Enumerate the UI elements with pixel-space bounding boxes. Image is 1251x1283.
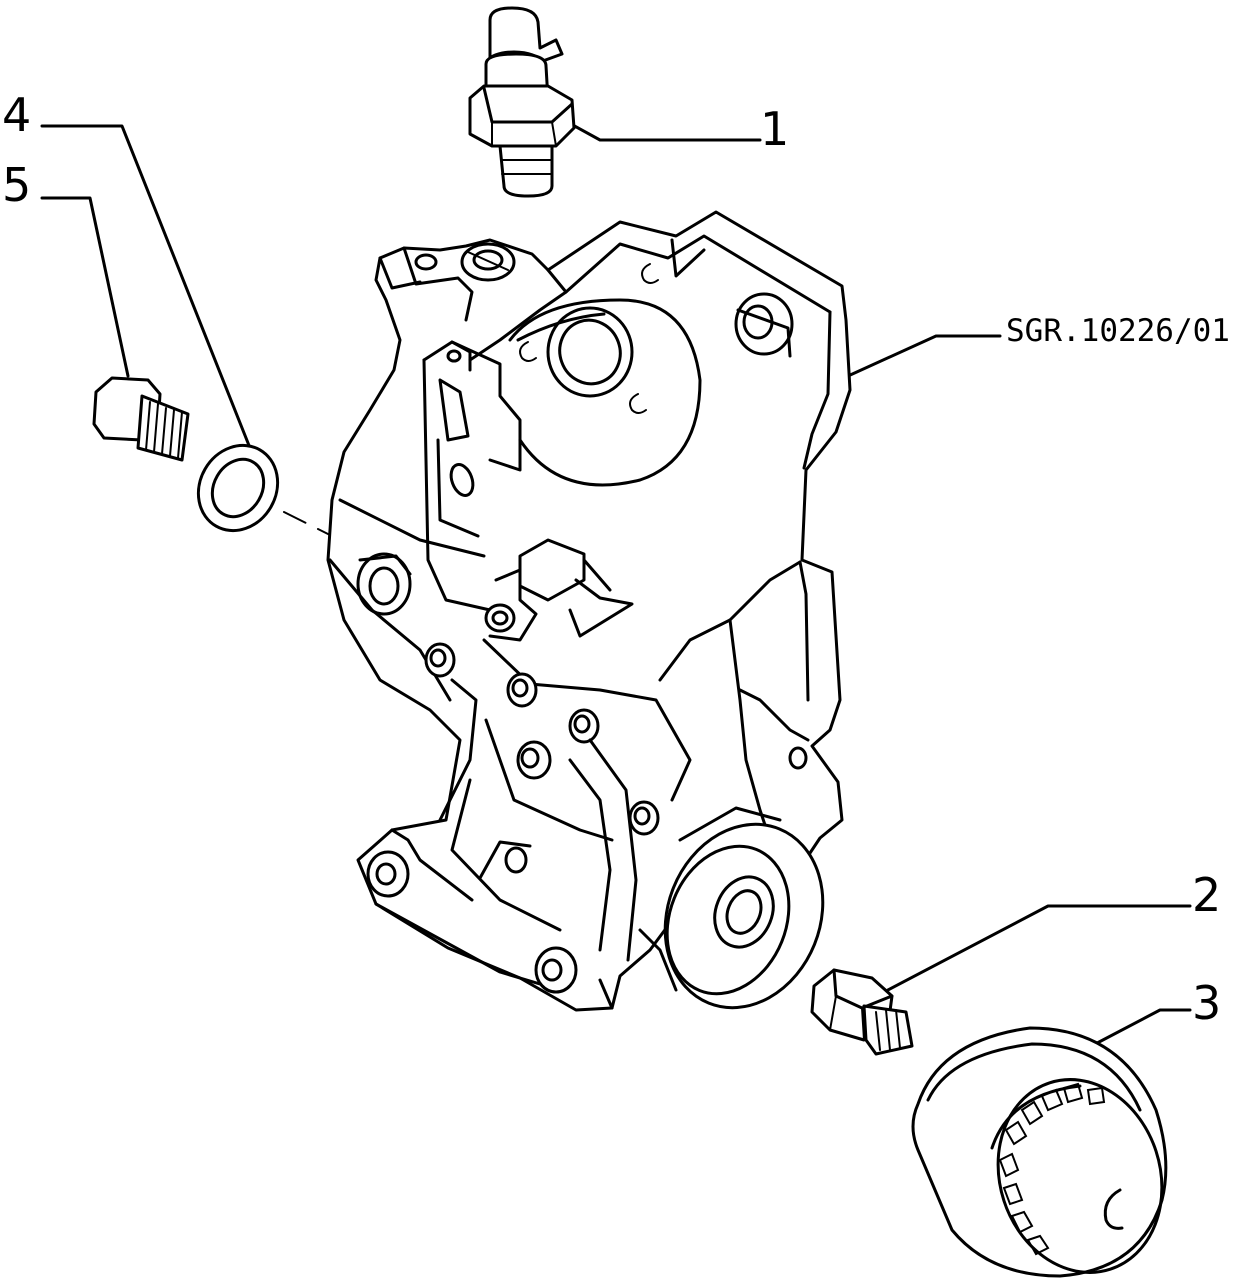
leader-line-5 bbox=[40, 196, 130, 378]
leader-line-3 bbox=[1078, 1008, 1192, 1054]
leader-line-ref bbox=[846, 334, 1002, 378]
leader-line-1 bbox=[558, 116, 762, 142]
leader-lines bbox=[40, 116, 1192, 1054]
part-3-oil-filter bbox=[911, 1026, 1168, 1278]
part-2-threaded-union bbox=[810, 968, 914, 1056]
part-1-oil-pressure-switch bbox=[468, 6, 576, 198]
callout-2: 2 bbox=[1192, 868, 1222, 922]
part-5-drain-plug bbox=[92, 376, 190, 462]
leader-line-2 bbox=[886, 904, 1192, 992]
callout-3: 3 bbox=[1192, 976, 1222, 1030]
callout-1: 1 bbox=[760, 102, 790, 156]
main-housing bbox=[326, 210, 852, 1012]
callout-5: 5 bbox=[2, 158, 32, 212]
drawing-reference-code: SGR.10226/01 bbox=[1006, 313, 1230, 349]
callout-4: 4 bbox=[2, 88, 32, 142]
leader-line-4 bbox=[40, 124, 252, 450]
part-4-sealing-washer bbox=[196, 443, 280, 533]
